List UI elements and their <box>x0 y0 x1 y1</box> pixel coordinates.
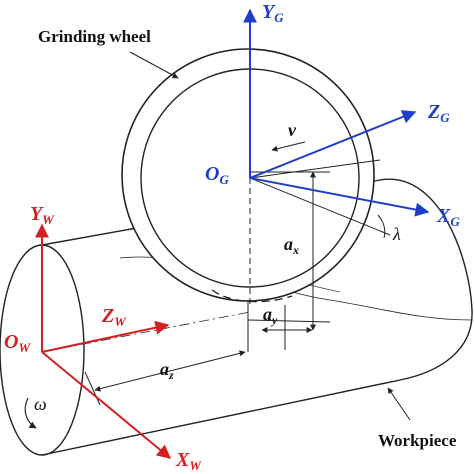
ay-label: ay <box>263 304 278 327</box>
xw-label: XW <box>175 449 202 473</box>
az-ext-left <box>84 371 101 406</box>
ax-label: ax <box>284 234 299 257</box>
az-label: az <box>160 359 174 382</box>
workpiece-leader <box>387 387 411 421</box>
yw-label: YW <box>30 203 55 227</box>
lambda-arc <box>377 214 386 239</box>
ay-ext <box>247 319 331 323</box>
wheel-hidden-arc <box>211 289 293 303</box>
dimension-lines <box>84 159 391 406</box>
workpiece-axes <box>35 223 172 459</box>
xw-axis <box>41 351 172 459</box>
az-dim-line <box>94 350 246 392</box>
zg-axis <box>249 110 417 179</box>
wheel-outer-rim <box>121 48 375 302</box>
wheel-tangent-line <box>249 159 381 179</box>
yg-label: YG <box>262 1 284 25</box>
grinding-wheel-label: Grinding wheel <box>38 27 151 46</box>
zw-label: ZW <box>101 305 127 329</box>
grinding-axes <box>243 8 430 217</box>
omega-rotation-arrow <box>24 397 37 429</box>
grinding-wheel <box>121 48 375 305</box>
grinding-wheel-leader <box>129 51 179 79</box>
omega-label: ω <box>34 394 47 414</box>
velocity-arrow <box>271 141 306 152</box>
og-label: OG <box>205 163 229 187</box>
ow-label: OW <box>4 331 31 355</box>
xg-label: XG <box>436 205 460 229</box>
zw-axis <box>41 320 170 353</box>
zg-label: ZG <box>427 101 450 125</box>
workpiece-end-cap <box>379 178 473 381</box>
lambda-label: λ <box>392 224 401 244</box>
workpiece-bottom-edge <box>41 379 401 456</box>
xg-axis <box>249 177 430 217</box>
workpiece-label: Workpiece <box>378 431 457 450</box>
velocity-label: v <box>288 120 297 140</box>
lambda-ref-line <box>249 177 391 236</box>
